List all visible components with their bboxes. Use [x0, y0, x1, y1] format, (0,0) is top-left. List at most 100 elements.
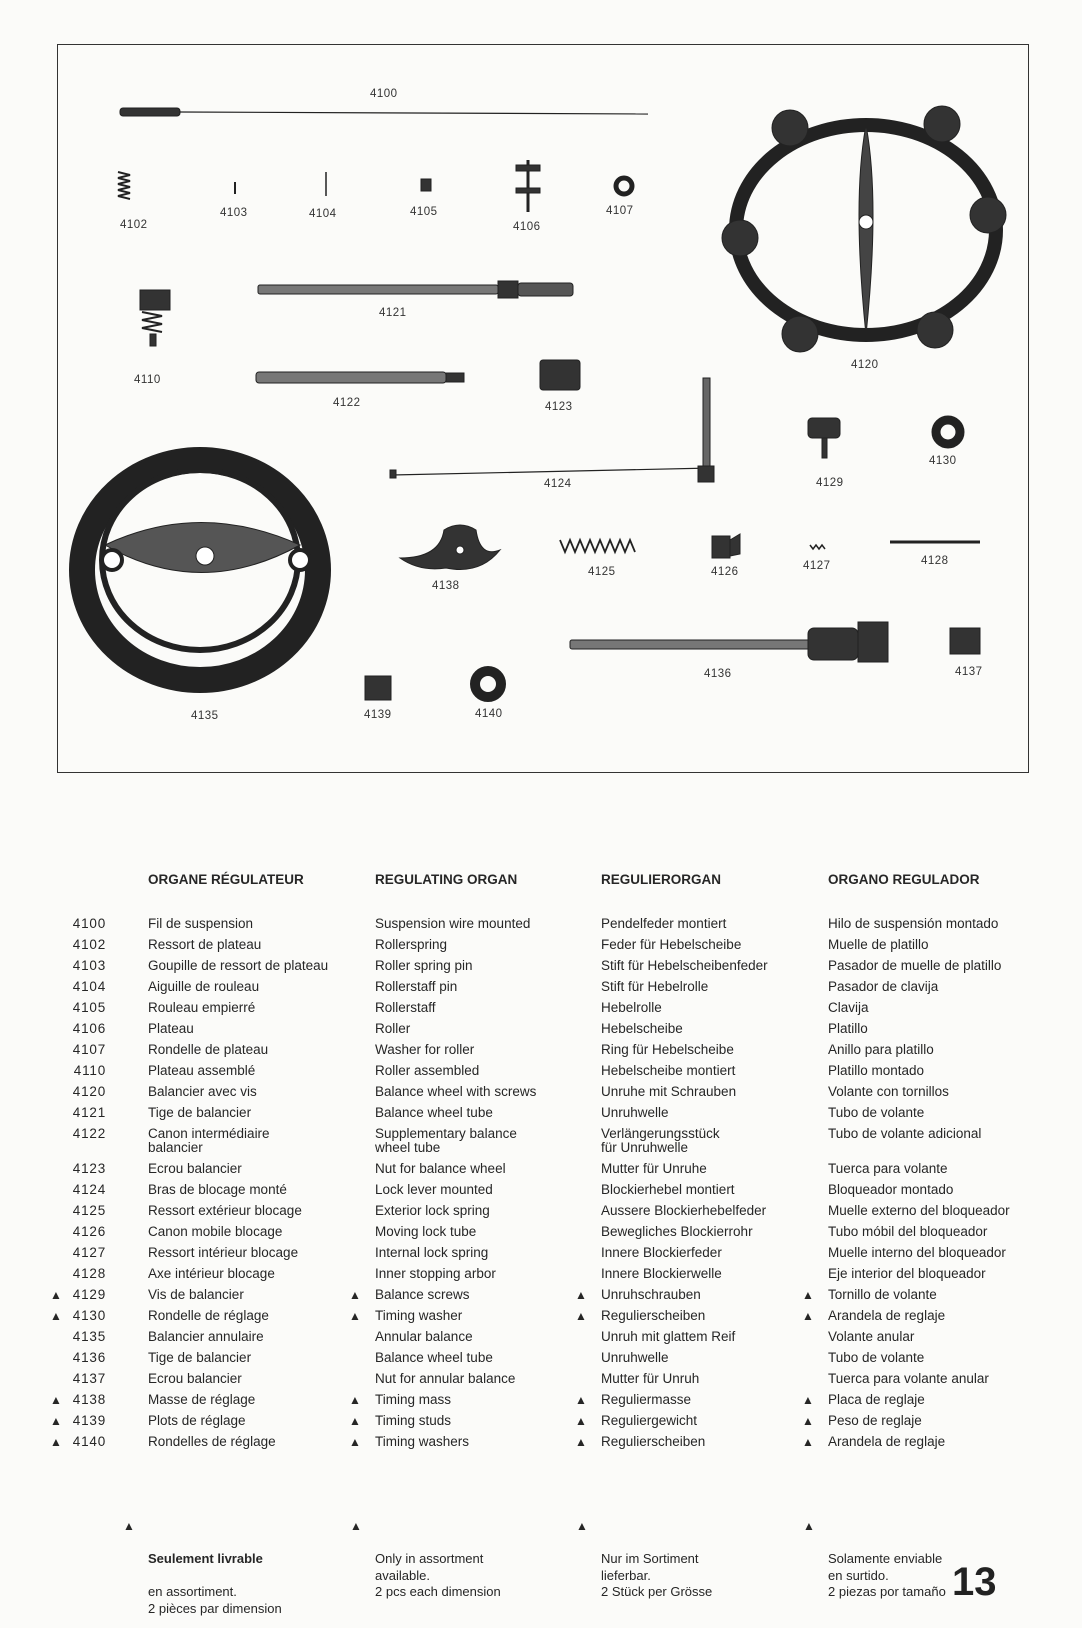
description-spanish: Eje interior del bloqueador — [828, 1266, 986, 1281]
description-spanish: Tubo de volante adicional — [828, 1126, 982, 1141]
footnote-spanish-text: Solamente enviable en surtido. 2 piezas … — [828, 1551, 946, 1599]
part-label: 4127 — [803, 560, 831, 572]
description-english: Balance screws — [375, 1287, 470, 1302]
description-spanish: Platillo montado — [828, 1063, 925, 1078]
description-english: Balance wheel with screws — [375, 1084, 537, 1099]
part-number: 4138 — [72, 1392, 106, 1407]
part-number: 4139 — [72, 1413, 106, 1428]
description-spanish: Placa de reglaje — [828, 1392, 925, 1407]
part-4122-tube — [255, 371, 465, 384]
part-number: 4125 — [72, 1203, 106, 1218]
description-french: Rondelles de réglage — [148, 1434, 276, 1449]
description-french: Canon intermédiaire balancier — [148, 1126, 270, 1155]
description-french: Plateau — [148, 1021, 194, 1036]
description-spanish: Clavija — [828, 1000, 869, 1015]
description-french: Rondelle de plateau — [148, 1042, 269, 1057]
description-german: Feder für Hebelscheibe — [601, 937, 742, 952]
part-4124-lock-lever — [389, 377, 715, 483]
part-number: 4107 — [72, 1042, 106, 1057]
triangle-marker-icon: ▲ — [802, 1435, 814, 1449]
description-german: Regulierscheiben — [601, 1308, 706, 1323]
description-spanish: Arandela de reglaje — [828, 1434, 946, 1449]
description-french: Bras de blocage monté — [148, 1182, 287, 1197]
triangle-marker-icon: ▲ — [802, 1393, 814, 1407]
header-spanish: ORGANO REGULADOR — [828, 872, 980, 887]
description-spanish: Muelle externo del bloqueador — [828, 1203, 1010, 1218]
description-spanish: Tubo móbil del bloqueador — [828, 1224, 988, 1239]
description-english: Timing mass — [375, 1392, 452, 1407]
part-number: 4128 — [72, 1266, 106, 1281]
description-german: Bewegliches Blockierrohr — [601, 1224, 753, 1239]
header-english: REGULATING ORGAN — [375, 872, 518, 887]
part-label: 4122 — [333, 397, 361, 409]
footnote-english: ▲ Only in assortment available. 2 pcs ea… — [350, 1518, 501, 1601]
part-label: 4107 — [606, 205, 634, 217]
description-spanish: Bloqueador montado — [828, 1182, 954, 1197]
description-english: Nut for balance wheel — [375, 1161, 506, 1176]
part-label: 4139 — [364, 709, 392, 721]
footnote-german: ▲ Nur im Sortiment lieferbar. 2 Stück pe… — [576, 1518, 712, 1601]
part-4125-spring — [559, 537, 636, 555]
part-4100-suspension-wire — [119, 107, 649, 117]
triangle-marker-icon: ▲ — [50, 1414, 62, 1428]
triangle-marker-icon: ▲ — [575, 1414, 587, 1428]
description-english: Moving lock tube — [375, 1224, 477, 1239]
description-french: Ressort de plateau — [148, 937, 262, 952]
triangle-marker-icon: ▲ — [123, 1519, 135, 1533]
triangle-marker-icon: ▲ — [50, 1288, 62, 1302]
description-english: Exterior lock spring — [375, 1203, 490, 1218]
description-french: Goupille de ressort de plateau — [148, 958, 329, 973]
description-spanish: Muelle de platillo — [828, 937, 929, 952]
part-4107-washer — [613, 175, 635, 197]
part-4130-washer — [931, 415, 965, 449]
part-number: 4135 — [72, 1329, 106, 1344]
part-4123-nut — [539, 359, 581, 391]
description-german: Ring für Hebelscheibe — [601, 1042, 734, 1057]
part-label: 4125 — [588, 566, 616, 578]
triangle-marker-icon: ▲ — [576, 1519, 588, 1533]
part-4110-roller-assembled — [139, 289, 171, 347]
part-4106-roller — [515, 160, 541, 212]
description-french: Axe intérieur blocage — [148, 1266, 275, 1281]
description-french: Vis de balancier — [148, 1287, 244, 1302]
description-spanish: Anillo para platillo — [828, 1042, 934, 1057]
footnote-english-text: Only in assortment available. 2 pcs each… — [375, 1551, 501, 1599]
table-row: 4107 Rondelle de plateau Washer for roller… — [0, 1040, 1082, 1061]
triangle-marker-icon: ▲ — [575, 1288, 587, 1302]
description-english: Washer for roller — [375, 1042, 475, 1057]
footnote-french-text: en assortiment. 2 pièces par dimension — [148, 1584, 282, 1616]
description-french: Ecrou balancier — [148, 1371, 242, 1386]
triangle-marker-icon: ▲ — [350, 1519, 362, 1533]
part-4105-rollerstaff — [420, 178, 432, 192]
description-german: Innere Blockierwelle — [601, 1266, 722, 1281]
footnote-french-title: Seulement livrable — [148, 1551, 263, 1566]
part-4135-annular-balance — [69, 447, 331, 693]
part-label: 4135 — [191, 710, 219, 722]
triangle-marker-icon: ▲ — [50, 1393, 62, 1407]
description-french: Plateau assemblé — [148, 1063, 256, 1078]
description-french: Ressort intérieur blocage — [148, 1245, 299, 1260]
part-number: 4129 — [72, 1287, 106, 1302]
part-4136-tube — [569, 621, 889, 663]
part-label: 4129 — [816, 477, 844, 489]
triangle-marker-icon: ▲ — [349, 1309, 361, 1323]
part-number: 4103 — [72, 958, 106, 973]
part-number: 4120 — [72, 1084, 106, 1099]
header-french: ORGANE RÉGULATEUR — [148, 872, 304, 887]
part-label: 4121 — [379, 307, 407, 319]
description-spanish: Tuerca para volante — [828, 1161, 948, 1176]
description-french: Balancier annulaire — [148, 1329, 264, 1344]
part-number: 4102 — [72, 937, 106, 952]
triangle-marker-icon: ▲ — [575, 1435, 587, 1449]
part-label: 4102 — [120, 219, 148, 231]
description-french: Canon mobile blocage — [148, 1224, 283, 1239]
